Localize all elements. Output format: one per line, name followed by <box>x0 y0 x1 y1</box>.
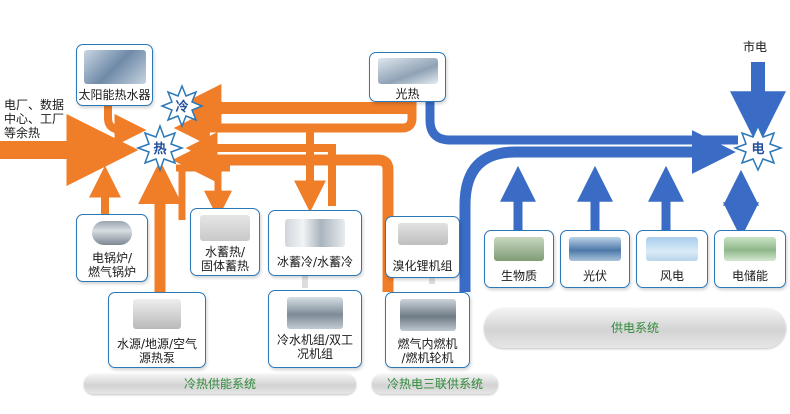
lithium-bromide-box: 溴化锂机组 <box>385 216 460 278</box>
power-node-label: 电 <box>751 141 764 157</box>
waste-heat-source-label: 电厂、数据 中心、工厂 等余热 <box>4 98 65 140</box>
cold-burst-icon <box>159 83 205 129</box>
photovoltaic-image <box>569 237 621 261</box>
chiller-image <box>287 297 343 329</box>
wind-image <box>646 237 698 261</box>
wind-box: 风电 <box>636 230 708 288</box>
solar-thermal-to-power-arrow <box>425 90 738 145</box>
thermal-flows <box>0 84 435 292</box>
lithium-bromide-image <box>397 223 448 245</box>
solar-thermal-box: 光热 <box>369 52 446 102</box>
solar-water-heater-label: 太阳能热水器 <box>78 88 151 102</box>
solar-thermal-to-heat-arrow <box>173 96 417 146</box>
heat-storage-box: 水蓄热/ 固体蓄热 <box>190 208 260 276</box>
power-flows <box>425 62 786 292</box>
gas-engine-box: 燃气内燃机 /燃机轮机 <box>385 292 470 368</box>
solar-water-heater-box: 太阳能热水器 <box>76 44 153 106</box>
cchp-system-bar: 冷热电三联供系统 <box>372 374 498 394</box>
power-supply-system-bar: 供电系统 <box>484 308 786 348</box>
cold-node: 冷 <box>159 83 205 129</box>
chiller-label: 冷水机组/双工 况机组 <box>276 333 354 361</box>
ice-storage-box: 冰蓄冷/水蓄冷 <box>268 210 362 276</box>
ice-storage-to-cold-arrow <box>185 132 336 206</box>
heat-pump-box: 水源/地源/空气 源热泵 <box>108 292 206 368</box>
ice-storage-image <box>285 219 345 247</box>
wind-label: 风电 <box>659 269 684 283</box>
solar-panel-image <box>83 50 146 84</box>
power-supply-system-label: 供电系统 <box>610 321 659 335</box>
solar-heater-to-heat-arrow <box>104 100 147 146</box>
lithium-bromide-label: 溴化锂机组 <box>392 259 453 273</box>
heat-storage-image <box>200 215 250 241</box>
heat-burst-icon <box>135 123 185 173</box>
power-node: 电 <box>732 124 784 172</box>
heat-storage-label: 水蓄热/ 固体蓄热 <box>200 245 249 273</box>
cchp-system-label: 冷热电三联供系统 <box>386 377 483 391</box>
power-burst-icon <box>732 124 784 172</box>
biomass-label: 生物质 <box>500 269 537 283</box>
heat-node-label: 热 <box>153 141 166 157</box>
ice-storage-label: 冰蓄冷/水蓄冷 <box>276 255 354 269</box>
energy-storage-image <box>724 237 776 261</box>
photovoltaic-box: 光伏 <box>560 230 630 288</box>
chiller-box: 冷水机组/双工 况机组 <box>268 290 362 368</box>
gas-engine-image <box>399 299 456 331</box>
gas-engine-to-power-arrow <box>459 130 736 292</box>
heat-pump-label: 水源/地源/空气 源热泵 <box>116 337 198 365</box>
heat-node: 热 <box>135 123 185 173</box>
photovoltaic-label: 光伏 <box>582 269 607 283</box>
biomass-box: 生物质 <box>484 230 554 288</box>
boiler-label: 电锅炉/ 燃气锅炉 <box>87 251 136 279</box>
biomass-image <box>494 237 544 261</box>
cchp-to-heat-arrow <box>172 138 394 292</box>
solar-thermal-image <box>377 58 438 84</box>
grid-power-label: 市电 <box>743 40 768 54</box>
cooling-heating-system-bar: 冷热供能系统 <box>84 374 356 394</box>
solar-thermal-label: 光热 <box>395 87 420 101</box>
gas-engine-label: 燃气内燃机 /燃机轮机 <box>397 337 458 365</box>
energy-storage-label: 电储能 <box>731 269 768 283</box>
energy-storage-box: 电储能 <box>714 230 786 288</box>
boiler-image <box>92 221 132 245</box>
cold-node-label: 冷 <box>175 99 188 115</box>
cooling-heating-system-label: 冷热供能系统 <box>183 377 256 391</box>
boiler-box: 电锅炉/ 燃气锅炉 <box>76 214 148 282</box>
heat-pump-image <box>133 299 181 329</box>
